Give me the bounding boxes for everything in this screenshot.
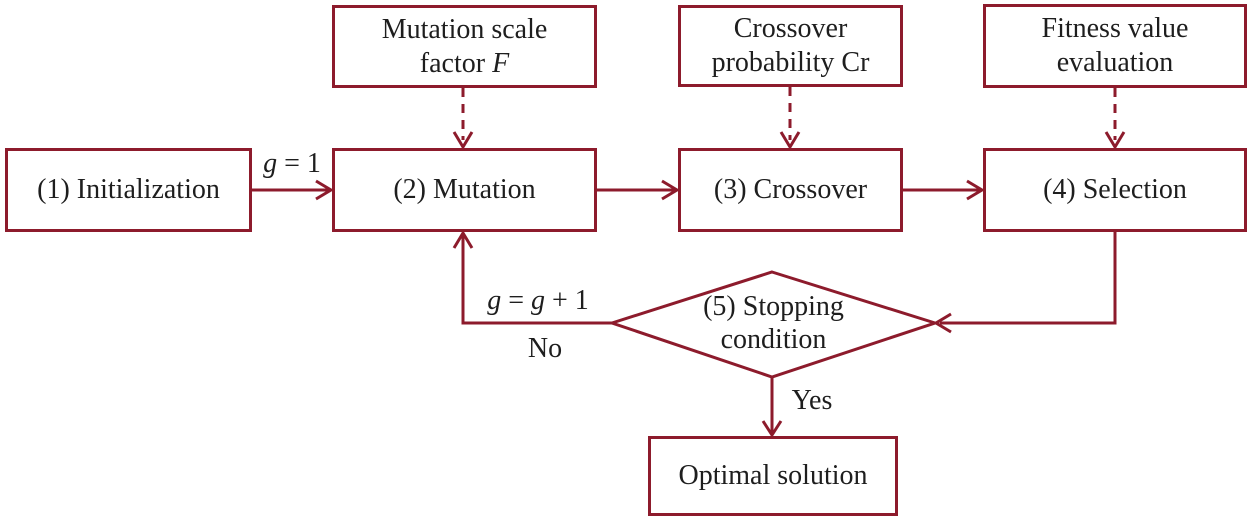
edge-stopping-no-mutation: [461, 236, 612, 325]
node-fitness-value-evaluation: Fitness value evaluation: [983, 4, 1247, 88]
node-label-text: Crossover: [733, 13, 848, 44]
arrowhead-up-mutation-icon: [452, 230, 474, 249]
node-mutation: (2) Mutation: [332, 148, 597, 232]
node-label-text: factor: [419, 47, 493, 79]
node-label-italic-text: F: [492, 47, 510, 79]
edge-label-italic-text: g: [263, 148, 278, 179]
edge-label-no: No: [528, 332, 562, 366]
node-initialization: (1) Initialization: [5, 148, 252, 232]
node-label-line: Fitness value: [1042, 12, 1189, 46]
node-label-line: factor F: [420, 47, 509, 81]
node-optimal-solution: Optimal solution: [648, 436, 898, 516]
node-stopping-condition-label: (5) Stopping condition: [612, 290, 935, 356]
node-label-text: (3) Crossover: [713, 174, 868, 205]
node-label-text: (1) Initialization: [37, 174, 220, 205]
node-label-line: Crossover: [734, 12, 848, 46]
edge-label-text: =: [501, 285, 531, 316]
edge-label-text: Yes: [791, 385, 833, 416]
node-label-line: (5) Stopping: [612, 290, 935, 323]
node-label-text: (2) Mutation: [393, 174, 536, 205]
node-mutation-scale-factor: Mutation scale factor F: [332, 5, 597, 88]
node-label-text: Mutation scale: [381, 13, 548, 45]
arrowhead-down-paramfitness-icon: [1104, 131, 1126, 150]
node-label-text: condition: [720, 324, 827, 355]
node-selection: (4) Selection: [983, 148, 1247, 232]
node-label-line: probability Cr: [712, 46, 870, 80]
edge-label-italic-text: g: [487, 285, 502, 316]
node-label-text: Fitness value: [1041, 13, 1189, 44]
arrowhead-down-optimal-icon: [761, 420, 783, 438]
edge-label-text: + 1: [545, 285, 589, 316]
node-label-line: evaluation: [1057, 46, 1174, 80]
node-label-text: evaluation: [1056, 47, 1174, 78]
arrowhead-right-crossover-icon: [966, 179, 985, 201]
edge-label-yes: Yes: [792, 384, 833, 418]
node-label-text: probability Cr: [711, 47, 870, 78]
node-label-text: (4) Selection: [1043, 174, 1187, 205]
node-label-text: (5) Stopping: [703, 291, 844, 322]
edge-label-text: = 1: [277, 148, 321, 179]
node-label-text: Optimal solution: [678, 460, 868, 491]
node-label-line: condition: [612, 323, 935, 356]
edge-label-italic-text: g: [531, 285, 545, 316]
edge-label-g-increment: g = g + 1: [487, 284, 589, 318]
arrowhead-right-init-icon: [315, 179, 334, 201]
arrowhead-right-mutation-icon: [661, 179, 680, 201]
edge-label-g-equals-1: g = 1: [263, 147, 321, 181]
edge-label-text: No: [527, 333, 563, 364]
node-stopping-diamond: [607, 270, 940, 379]
edge-selection-stopping: [940, 232, 1117, 325]
node-crossover-probability: Crossover probability Cr: [678, 5, 903, 87]
node-crossover: (3) Crossover: [678, 148, 903, 232]
node-label-line: Mutation scale: [382, 13, 548, 47]
arrowhead-down-paramf-icon: [452, 131, 474, 150]
arrowhead-down-paramcr-icon: [779, 131, 801, 150]
